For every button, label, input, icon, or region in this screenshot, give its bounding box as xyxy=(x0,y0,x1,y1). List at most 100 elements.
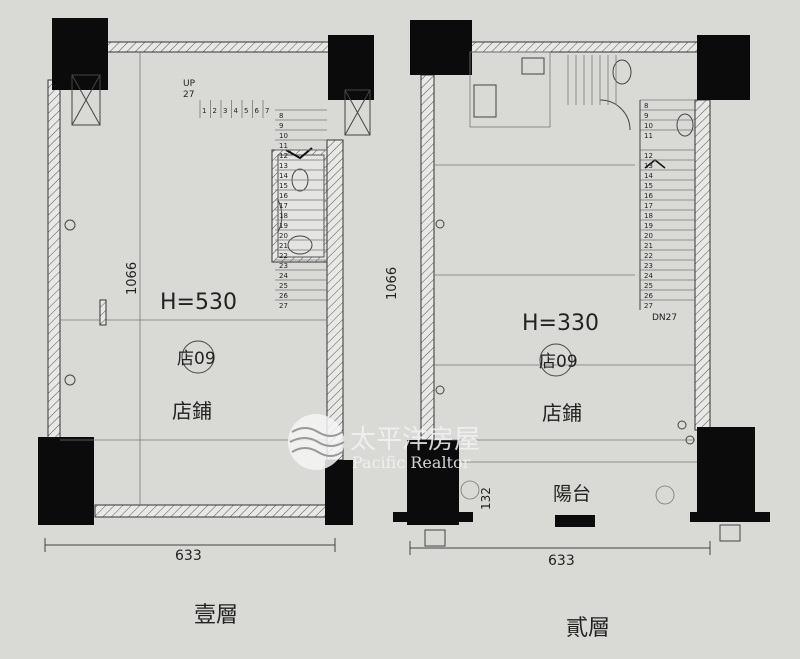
watermark-brand-cn: 太平洋房屋 xyxy=(350,425,480,455)
stair-step-number: 15 xyxy=(279,182,288,190)
stair-step-number: 26 xyxy=(644,292,653,300)
stair-step-number: 27 xyxy=(644,302,653,310)
top-wall xyxy=(469,41,699,53)
unit-number: 店09 xyxy=(177,349,216,369)
shower-icon xyxy=(473,84,497,118)
unit-marker xyxy=(181,340,215,374)
stair-step-number: 23 xyxy=(644,262,653,270)
stair-step-number: 16 xyxy=(279,192,288,200)
stair-step-number: 26 xyxy=(279,292,288,300)
socket-icon xyxy=(64,219,76,231)
stair-step-number: 13 xyxy=(279,162,288,170)
pillar xyxy=(325,460,353,525)
stair-step-number: 3 xyxy=(223,107,227,115)
stair-step-number: 17 xyxy=(279,202,288,210)
stair-step-number: 6 xyxy=(255,107,260,115)
stair-step-number: 25 xyxy=(644,282,653,290)
stair-step-number: 18 xyxy=(644,212,653,220)
sink-icon xyxy=(521,57,545,75)
pillar xyxy=(697,35,750,100)
ceiling-height: H=530 xyxy=(160,290,237,315)
stair-step-number: 24 xyxy=(644,272,653,280)
pillar xyxy=(407,440,459,525)
stair-step-number: 9 xyxy=(279,122,283,130)
socket-icon xyxy=(435,219,445,229)
socket-icon xyxy=(435,385,445,395)
room-use: 店鋪 xyxy=(172,399,212,423)
stair-step-number: 24 xyxy=(279,272,288,280)
stair-step-number: 8 xyxy=(644,102,648,110)
left-wall xyxy=(420,74,435,441)
width-dimension: 633 xyxy=(175,548,202,564)
stair-down-label: DN27 xyxy=(652,313,677,323)
stair-step-number: 27 xyxy=(279,302,288,310)
stair-step-number: 11 xyxy=(279,142,288,150)
stair-step-number: 17 xyxy=(644,202,653,210)
toilet-icon xyxy=(676,113,694,137)
door-swing xyxy=(599,99,631,131)
stair-step-number: 7 xyxy=(265,107,269,115)
socket-icon xyxy=(677,420,687,430)
floor-2-title: 貳層 xyxy=(566,616,610,641)
stair-step-number: 1 xyxy=(202,107,206,115)
stair-step-number: 5 xyxy=(244,107,248,115)
stair-up-label: UP xyxy=(183,79,196,89)
duct-box xyxy=(71,74,101,126)
stair-step-number: 12 xyxy=(644,152,653,160)
stair-step-number: 19 xyxy=(644,222,653,230)
stair-step-number: 4 xyxy=(234,107,239,115)
stair-step-number: 10 xyxy=(279,132,288,140)
stair-step-number: 16 xyxy=(644,192,653,200)
right-wall xyxy=(694,99,711,431)
plant-icon xyxy=(460,480,480,500)
pillar xyxy=(328,35,374,100)
stair-step-number: 18 xyxy=(279,212,288,220)
stair-step-number: 23 xyxy=(279,262,288,270)
balcony-label: 陽台 xyxy=(553,483,591,505)
stair-step-number: 20 xyxy=(644,232,653,240)
top-wall xyxy=(99,41,331,53)
pillar xyxy=(697,427,755,520)
watermark: 太平洋房屋 Pacific Realtor xyxy=(288,414,480,472)
stair-step-number: 22 xyxy=(279,252,288,260)
stair-step-number: 25 xyxy=(279,282,288,290)
duct-box xyxy=(344,89,371,136)
ceiling-height: H=330 xyxy=(522,311,599,336)
stair-step-number: 14 xyxy=(644,172,653,180)
sink-icon xyxy=(612,59,632,85)
right-wall xyxy=(326,139,344,461)
pillar xyxy=(410,20,472,75)
left-wall xyxy=(47,79,61,441)
socket-icon xyxy=(685,435,695,445)
stair-step-number: 9 xyxy=(644,112,648,120)
width-dimension: 633 xyxy=(548,553,575,569)
watermark-brand-en: Pacific Realtor xyxy=(352,453,471,472)
stair-step-number: 21 xyxy=(279,242,288,250)
stair-step-number: 11 xyxy=(644,132,653,140)
stair-step-number: 20 xyxy=(279,232,288,240)
balcony-dimension: 132 xyxy=(479,487,493,510)
pillar xyxy=(38,437,94,525)
stair-step-number: 21 xyxy=(644,242,653,250)
stair-step-number: 10 xyxy=(644,122,653,130)
unit-marker xyxy=(539,343,573,377)
storefront-wall xyxy=(94,504,328,518)
stair-step-number: 14 xyxy=(279,172,288,180)
stair-step-number: 8 xyxy=(279,112,283,120)
unit-number: 店09 xyxy=(539,352,578,372)
stair-step-number: 19 xyxy=(279,222,288,230)
sink-icon xyxy=(287,235,313,255)
stair-step-number: 15 xyxy=(644,182,653,190)
depth-dimension: 1066 xyxy=(125,262,140,295)
socket-icon xyxy=(64,374,76,386)
stair-step-number: 22 xyxy=(644,252,653,260)
floor-1-title: 壹層 xyxy=(194,603,238,628)
plant-icon xyxy=(655,485,675,505)
depth-dimension: 1066 xyxy=(385,267,400,300)
room-use: 店鋪 xyxy=(542,401,582,425)
